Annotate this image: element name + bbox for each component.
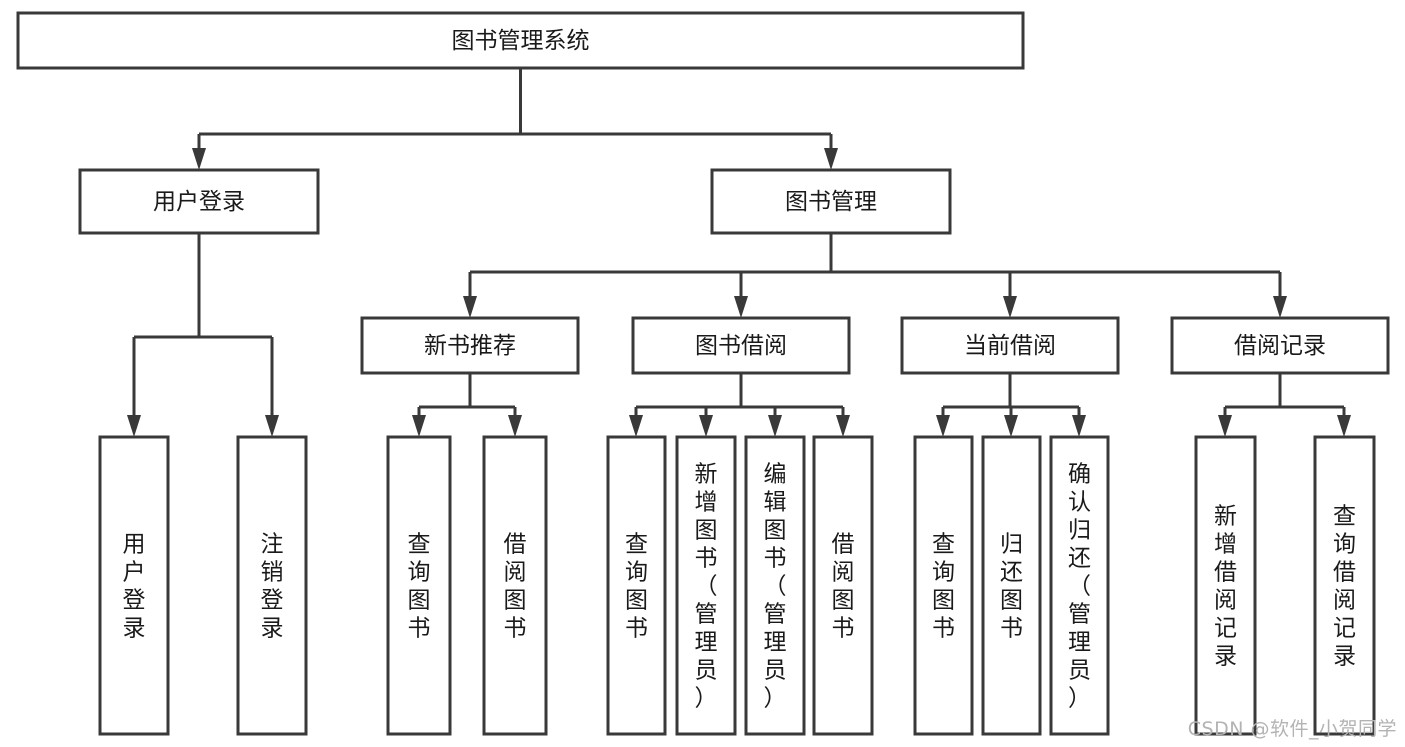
node-box[interactable] bbox=[631, 316, 851, 375]
arrow-head-icon bbox=[1004, 415, 1018, 437]
node-leaf-logout[interactable]: 注销登录 bbox=[236, 435, 308, 736]
arrow-head-icon bbox=[508, 415, 522, 437]
node-label: 借阅记录 bbox=[1234, 333, 1326, 359]
node-leaf-add-record[interactable]: 新增借阅记录 bbox=[1194, 435, 1257, 736]
node-leaf-query-record[interactable]: 查询借阅记录 bbox=[1313, 435, 1376, 736]
node-box[interactable] bbox=[606, 435, 667, 736]
node-label: 新书推荐 bbox=[424, 333, 516, 359]
node-book-borrow[interactable]: 图书借阅 bbox=[631, 316, 851, 375]
node-label: 归还图书 bbox=[1000, 531, 1023, 641]
node-label: 新增借阅记录 bbox=[1214, 503, 1237, 669]
arrow-head-icon bbox=[629, 415, 643, 437]
node-box[interactable] bbox=[1049, 435, 1110, 736]
arrow-head-icon bbox=[824, 148, 838, 170]
node-leaf-confirm-return[interactable]: 确认归还（管理员） bbox=[1049, 435, 1110, 736]
csdn-watermark: CSDN @软件_小贺同学 bbox=[1187, 718, 1397, 740]
node-user-login[interactable]: 用户登录 bbox=[78, 168, 320, 235]
node-label: 当前借阅 bbox=[964, 333, 1056, 359]
node-label: 用户登录 bbox=[123, 531, 146, 641]
node-leaf-add-book[interactable]: 新增图书（管理员） bbox=[675, 435, 737, 736]
node-leaf-return-book[interactable]: 归还图书 bbox=[981, 435, 1042, 736]
node-label: 确认归还（管理员） bbox=[1068, 461, 1091, 711]
arrow-head-icon bbox=[1337, 415, 1351, 437]
node-box[interactable] bbox=[98, 435, 170, 736]
node-leaf-query-book-current[interactable]: 查询图书 bbox=[913, 435, 974, 736]
arrow-head-icon bbox=[463, 296, 477, 318]
node-box[interactable] bbox=[482, 435, 548, 736]
node-leaf-borrow-book-new[interactable]: 借阅图书 bbox=[482, 435, 548, 736]
arrow-head-icon bbox=[1003, 296, 1017, 318]
edges-user-login bbox=[127, 233, 279, 437]
node-box[interactable] bbox=[744, 435, 806, 736]
node-box[interactable] bbox=[1194, 435, 1257, 736]
node-box[interactable] bbox=[913, 435, 974, 736]
node-label: 注销登录 bbox=[261, 531, 284, 641]
node-new-book-recommend[interactable]: 新书推荐 bbox=[360, 316, 580, 375]
node-label: 图书管理 bbox=[785, 189, 877, 215]
edges-root bbox=[192, 68, 838, 170]
node-leaf-edit-book[interactable]: 编辑图书（管理员） bbox=[744, 435, 806, 736]
edges-book-manage bbox=[463, 233, 1287, 318]
node-label: 编辑图书（管理员） bbox=[764, 461, 787, 711]
node-label: 查询图书 bbox=[932, 531, 955, 641]
node-label: 图书借阅 bbox=[695, 333, 787, 359]
arrow-head-icon bbox=[836, 415, 850, 437]
node-label: 查询图书 bbox=[625, 531, 648, 641]
node-box[interactable] bbox=[1170, 316, 1390, 375]
node-label: 查询图书 bbox=[408, 531, 431, 641]
node-box[interactable] bbox=[360, 316, 580, 375]
node-leaf-query-book-borrow[interactable]: 查询图书 bbox=[606, 435, 667, 736]
edges-borrow-record bbox=[1218, 373, 1351, 437]
node-box[interactable] bbox=[812, 435, 874, 736]
node-current-borrow[interactable]: 当前借阅 bbox=[900, 316, 1120, 375]
node-box[interactable] bbox=[981, 435, 1042, 736]
node-box[interactable] bbox=[710, 168, 952, 235]
edges-book-borrow bbox=[629, 373, 850, 437]
edges-current-borrow bbox=[936, 373, 1086, 437]
arrow-head-icon bbox=[1072, 415, 1086, 437]
node-box[interactable] bbox=[900, 316, 1120, 375]
arrow-head-icon bbox=[768, 415, 782, 437]
arrow-head-icon bbox=[734, 296, 748, 318]
node-box[interactable] bbox=[1313, 435, 1376, 736]
arrow-head-icon bbox=[699, 415, 713, 437]
node-label: 新增图书（管理员） bbox=[695, 461, 718, 711]
node-label: 用户登录 bbox=[153, 189, 245, 215]
arrow-head-icon bbox=[1273, 296, 1287, 318]
node-box[interactable] bbox=[236, 435, 308, 736]
node-box[interactable] bbox=[386, 435, 452, 736]
node-layer: 图书管理系统用户登录图书管理新书推荐图书借阅当前借阅借阅记录用户登录注销登录查询… bbox=[16, 11, 1390, 736]
node-root[interactable]: 图书管理系统 bbox=[16, 11, 1025, 70]
arrow-head-icon bbox=[412, 415, 426, 437]
arrow-head-icon bbox=[1218, 415, 1232, 437]
node-label: 图书管理系统 bbox=[452, 28, 590, 54]
node-book-manage[interactable]: 图书管理 bbox=[710, 168, 952, 235]
arrow-head-icon bbox=[192, 148, 206, 170]
node-label: 查询借阅记录 bbox=[1333, 503, 1356, 669]
arrow-head-icon bbox=[936, 415, 950, 437]
edge-layer bbox=[127, 68, 1351, 437]
edges-new-book-recommend bbox=[412, 373, 522, 437]
arrow-head-icon bbox=[127, 415, 141, 437]
node-box[interactable] bbox=[16, 11, 1025, 70]
node-label: 借阅图书 bbox=[832, 531, 855, 641]
node-box[interactable] bbox=[675, 435, 737, 736]
node-leaf-borrow-book[interactable]: 借阅图书 bbox=[812, 435, 874, 736]
arrow-head-icon bbox=[265, 415, 279, 437]
node-label: 借阅图书 bbox=[504, 531, 527, 641]
node-leaf-user-login[interactable]: 用户登录 bbox=[98, 435, 170, 736]
node-box[interactable] bbox=[78, 168, 320, 235]
node-borrow-record[interactable]: 借阅记录 bbox=[1170, 316, 1390, 375]
node-leaf-query-book-new[interactable]: 查询图书 bbox=[386, 435, 452, 736]
